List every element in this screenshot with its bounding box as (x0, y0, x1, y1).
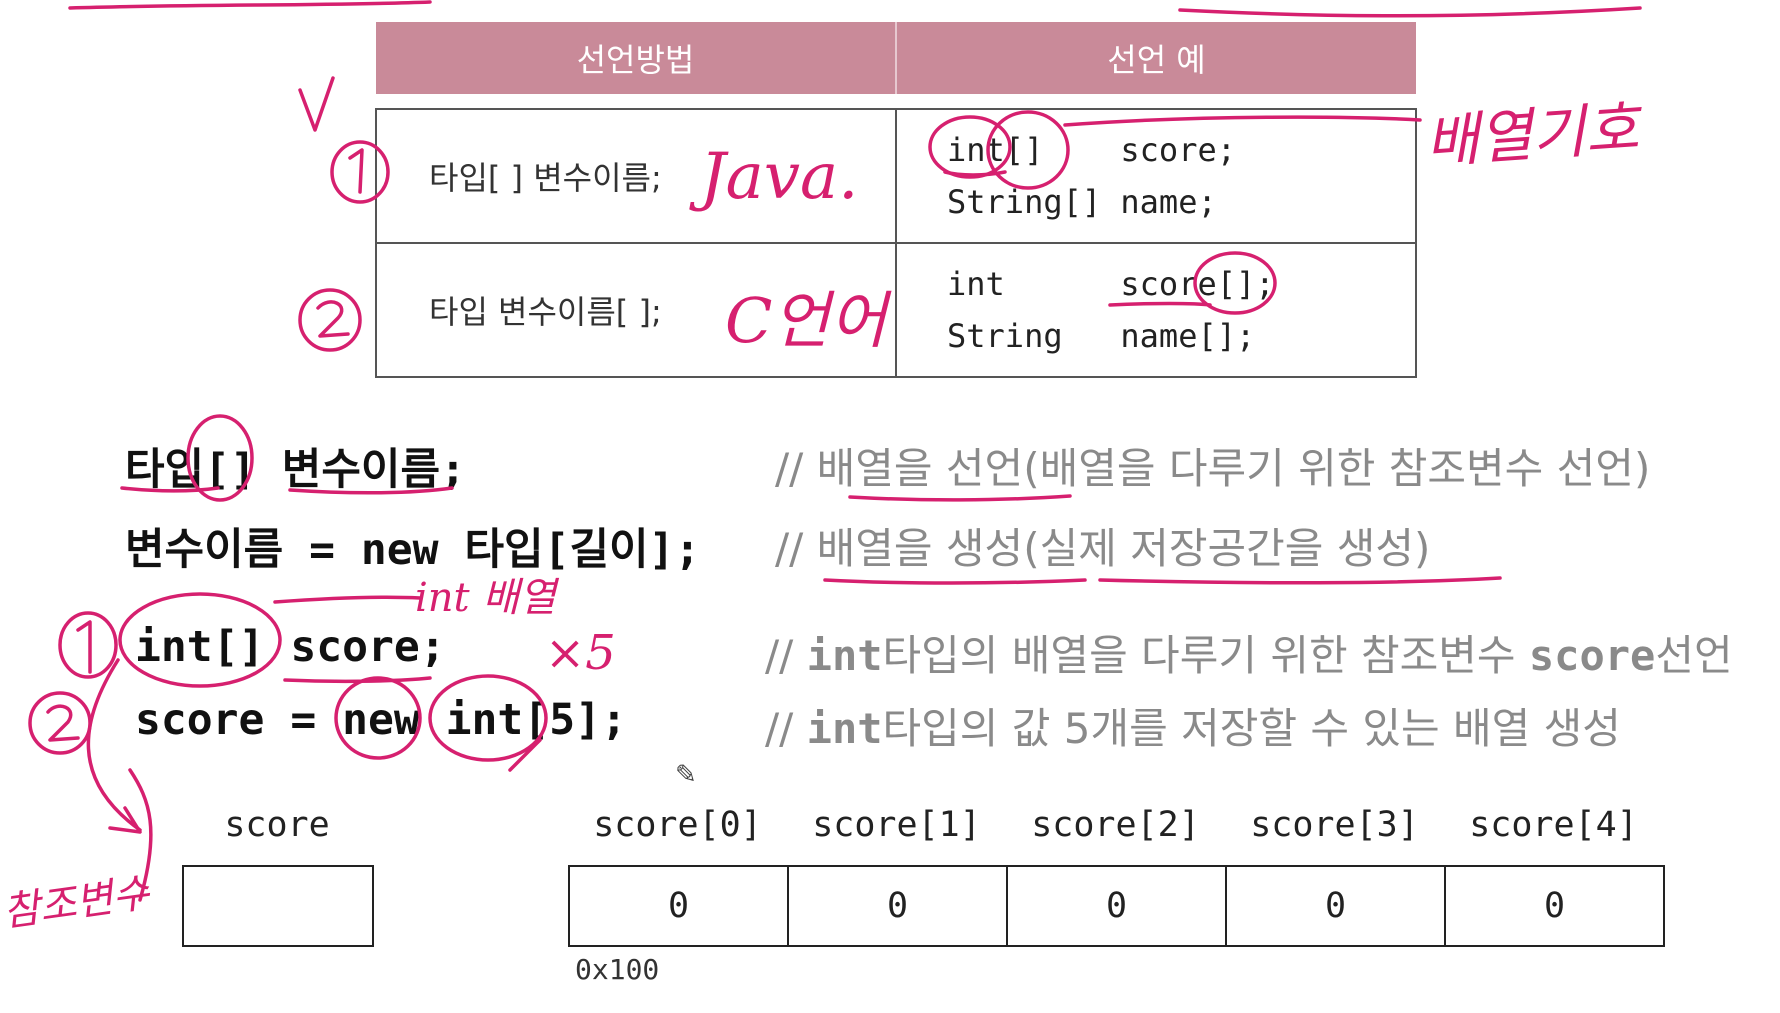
annotation-c-language: C언어 (725, 284, 887, 357)
array-cell: 0 (1006, 865, 1227, 947)
comment-example-declare: // int타입의 배열을 다루기 위한 참조변수 score선언 (765, 631, 1733, 680)
index-label: score[0] (593, 805, 762, 845)
header-declaration-method: 선언방법 (376, 22, 897, 94)
index-label: score[2] (1031, 805, 1200, 845)
table-row: 타입 변수이름[ ]; int score[]; String name[]; (375, 242, 1417, 378)
annotation-array-symbol: 배열기호 (1423, 93, 1641, 177)
index-label: score[3] (1250, 805, 1419, 845)
annotation-times-five: ×5 (545, 625, 616, 681)
example-cell: int[] score; String[] name; (895, 108, 1417, 244)
comment-example-create: // int타입의 값 5개를 저장할 수 있는 배열 생성 (765, 704, 1621, 753)
example-code-line: int[] score; (947, 131, 1236, 169)
example-declare: int[] score; (135, 622, 446, 672)
comment-create: // 배열을 생성(실제 저장공간을 생성) (775, 524, 1431, 573)
method-cell: 타입 변수이름[ ]; (375, 242, 897, 378)
index-label: score[4] (1469, 805, 1638, 845)
index-label: score[1] (812, 805, 981, 845)
annotation-int-array: int 배열 (415, 575, 556, 621)
reference-variable-label: score (224, 805, 330, 845)
example-code-line: int score[]; (947, 265, 1275, 303)
array-index-labels: score[0] score[1] score[2] score[3] scor… (568, 805, 1663, 845)
array-cells: 0 0 0 0 0 (568, 865, 1665, 947)
declaration-table: 선언방법 선언 예 타입[ ] 변수이름; int[] score; Strin… (375, 22, 1417, 378)
header-declaration-example: 선언 예 (896, 22, 1416, 94)
example-create: score = new int[5]; (135, 695, 627, 745)
table-row: 타입[ ] 변수이름; int[] score; String[] name; (375, 108, 1417, 244)
array-address: 0x100 (575, 953, 660, 986)
example-code-line: String name[]; (947, 317, 1256, 355)
annotation-reference-variable: 참조변수 (0, 869, 153, 936)
example-code-line: String[] name; (947, 183, 1217, 221)
array-cell: 0 (568, 865, 789, 947)
array-cell: 0 (1444, 865, 1665, 947)
pencil-cursor-icon: ✎ (675, 760, 697, 790)
reference-variable-box (182, 865, 374, 947)
comment-declare: // 배열을 선언(배열을 다루기 위한 참조변수 선언) (775, 444, 1651, 493)
array-cell: 0 (1225, 865, 1446, 947)
annotation-java: Java. (700, 140, 859, 214)
syntax-declare: 타입[] 변수이름; (125, 445, 466, 495)
example-cell: int score[]; String name[]; (895, 242, 1417, 378)
array-cell: 0 (787, 865, 1008, 947)
syntax-create: 변수이름 = new 타입[길이]; (125, 525, 701, 575)
method-cell: 타입[ ] 변수이름; (375, 108, 897, 244)
